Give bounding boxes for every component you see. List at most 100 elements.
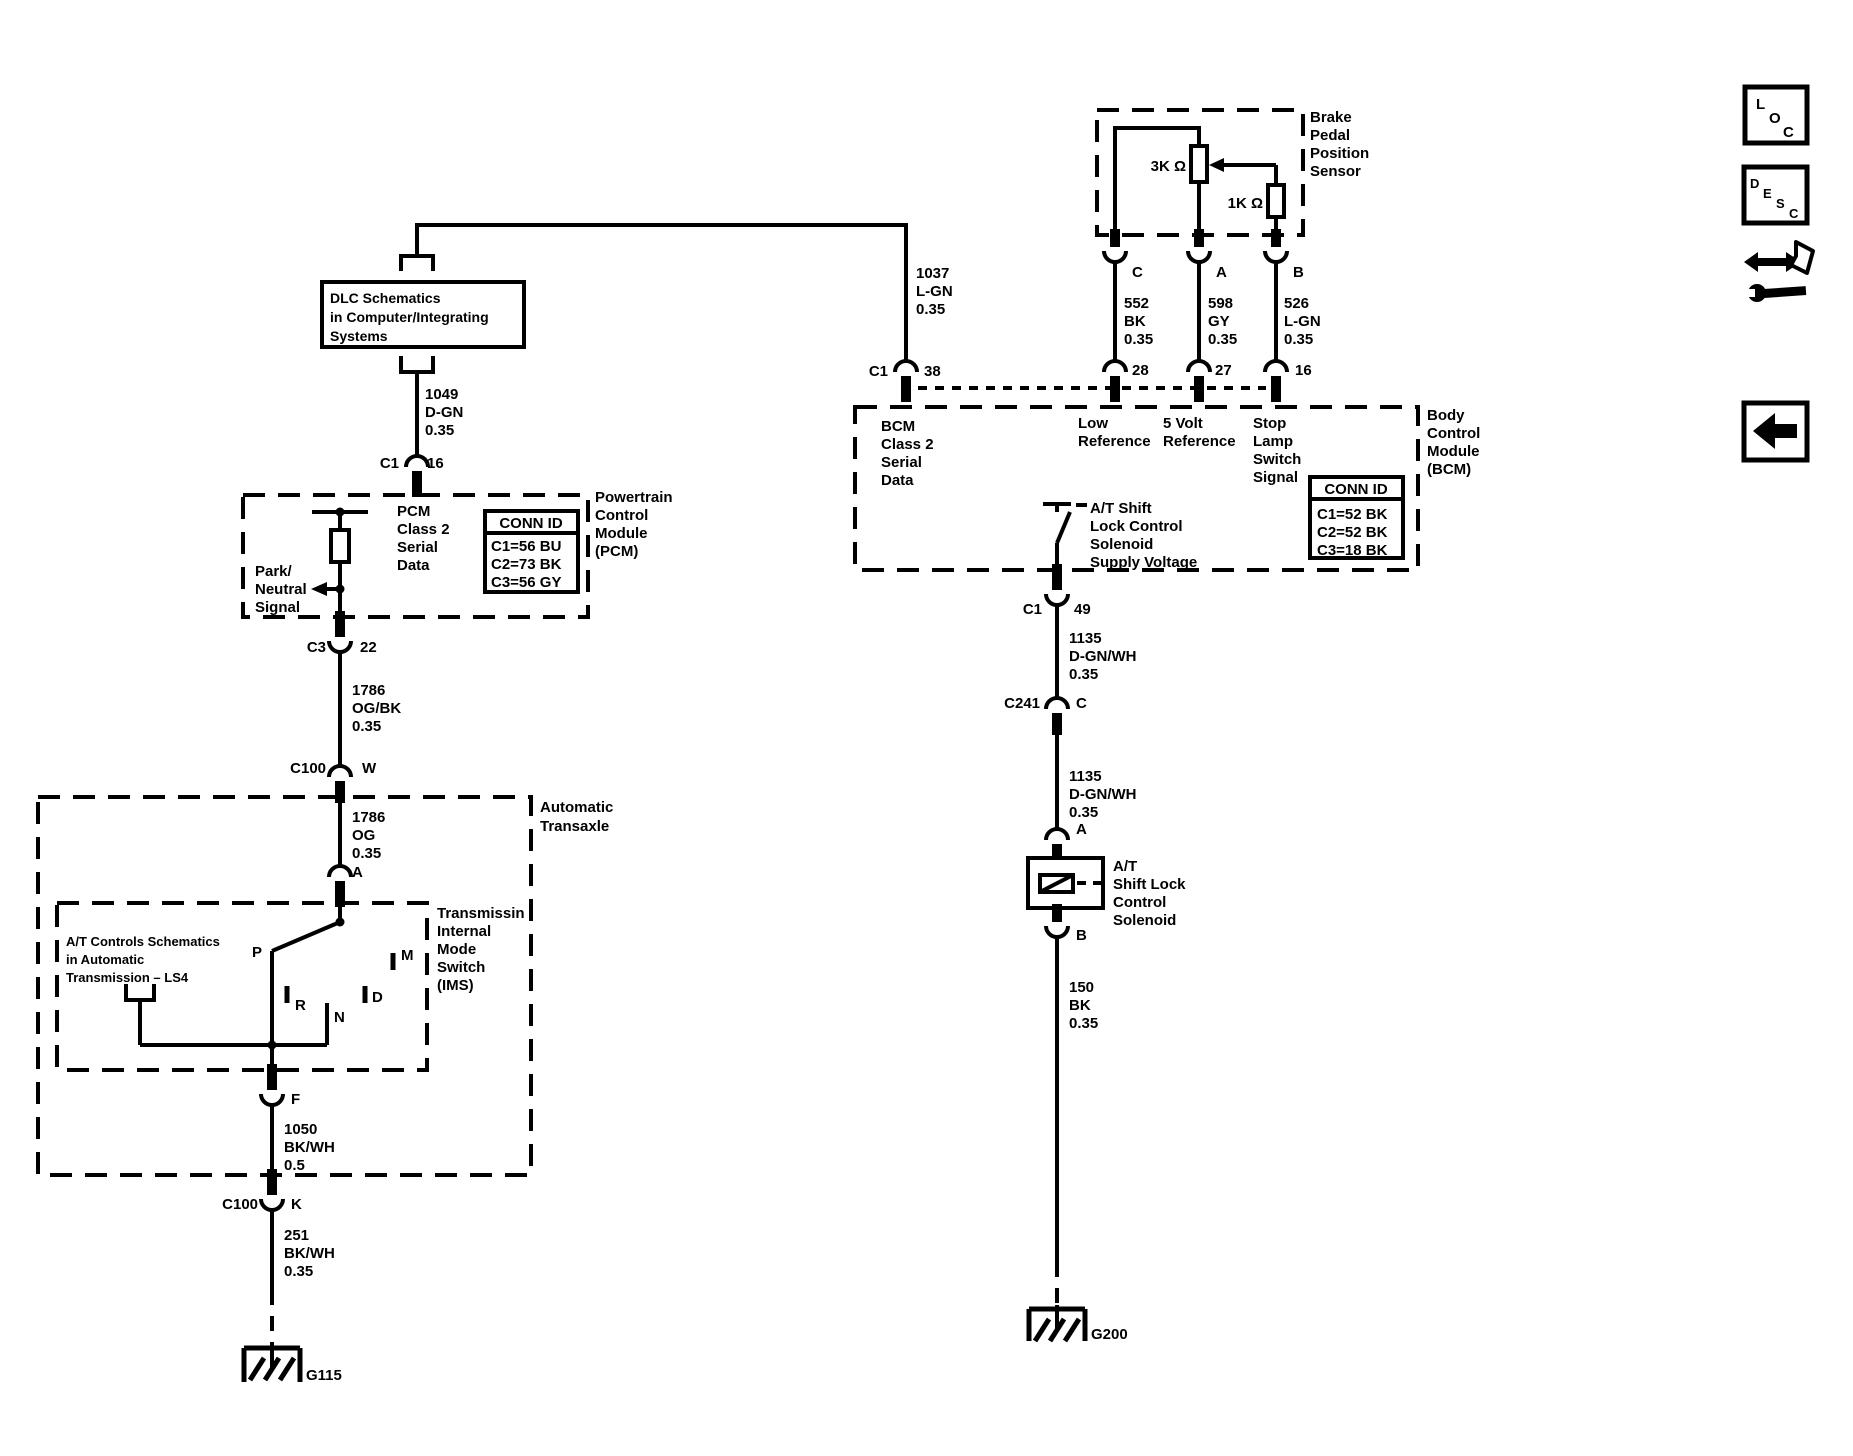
connector-c1-49-arc (1044, 593, 1070, 607)
top-bus-wire (415, 223, 908, 361)
back-button[interactable] (1741, 400, 1810, 463)
loc-button[interactable]: L O C (1742, 84, 1810, 146)
bcm-conn-id-table (1308, 475, 1405, 560)
pin-28-label: 28 (1132, 362, 1149, 379)
offpage-bracket-bottom (399, 356, 435, 374)
toolbar: L O C D E S C (1741, 84, 1815, 463)
solenoid-conn-a-arc (1044, 827, 1070, 841)
pin-22-label: 22 (360, 639, 377, 656)
loc-letter-c: C (1783, 124, 1794, 141)
g115-hatch (262, 1356, 282, 1382)
pcm-box (241, 493, 590, 619)
connector-c1-38-pin (901, 376, 911, 402)
bpps-conn-b-arc (1263, 250, 1289, 264)
ims-switch-arm (271, 920, 341, 953)
loc-button-frame[interactable] (1742, 84, 1810, 146)
outline-arrow-icon (1789, 240, 1815, 275)
desc-button[interactable]: D E S C (1741, 164, 1810, 226)
connector-c1-16-arc (404, 454, 430, 468)
connector-c241-label: C241 (1004, 695, 1040, 712)
solenoid-conn-b-arc (1044, 925, 1070, 939)
ims-position-d-label: D (372, 989, 383, 1006)
pin-f-label: F (291, 1091, 300, 1108)
connector-c1-label: C1 (869, 363, 888, 380)
desc-letter-d: D (1750, 176, 1759, 191)
solenoid-conn-b-pin (1052, 904, 1062, 922)
bpps-pin-b (1271, 229, 1281, 247)
dlc-reference-box (320, 280, 526, 349)
wrench-icon (1746, 284, 1807, 302)
bpps-conn-c-arc (1102, 250, 1128, 264)
pin-27-label: 27 (1215, 362, 1232, 379)
pin-b-label: B (1076, 927, 1087, 944)
bpps-conn-a-arc (1186, 250, 1212, 264)
desc-button-frame[interactable] (1741, 164, 1810, 226)
connector-c3-22-arc (327, 640, 353, 654)
resistor-1k (1266, 183, 1286, 219)
connector-f-pin (267, 1064, 277, 1090)
bcm-box (853, 405, 1420, 572)
g200-hatch (1062, 1317, 1082, 1343)
connector-c241-arc (1044, 696, 1070, 710)
connector-c1-49-pin (1052, 564, 1062, 590)
back-arrow-icon (1753, 413, 1797, 449)
pin-c-label: C (1132, 264, 1143, 281)
bpps-internal-wire (1113, 126, 1201, 229)
pin-c-label: C (1076, 695, 1087, 712)
pin-16-label: 16 (427, 455, 444, 472)
ims-position-n-label: N (334, 1009, 345, 1026)
loc-letter-l: L (1756, 96, 1765, 113)
bcm-conn-id-title: CONN ID (1324, 481, 1388, 498)
pullup-resistor (329, 528, 351, 564)
double-arrow-icon (1744, 252, 1801, 272)
park-neutral-arrowhead (311, 582, 327, 596)
connector-27-arc (1186, 359, 1212, 373)
ims-position-p-label: P (252, 944, 262, 961)
ims-box (55, 901, 429, 1072)
pcm-conn-id-table (483, 509, 580, 594)
loc-letter-o: O (1769, 110, 1781, 127)
offpage-bracket-top (399, 254, 435, 271)
related-repair-button[interactable] (1744, 240, 1815, 302)
offpage-bracket-ims (124, 984, 156, 1002)
g200-hatch (1047, 1317, 1067, 1343)
connector-a-arc (327, 864, 353, 878)
connector-c100-k-pin (267, 1169, 277, 1195)
connector-c100-label: C100 (290, 760, 326, 777)
pin-b-label: B (1293, 264, 1304, 281)
pin-49-label: 49 (1074, 601, 1091, 618)
g200-hatch (1032, 1317, 1052, 1343)
connector-c100-w-pin (335, 781, 345, 803)
solenoid-conn-a-pin (1052, 844, 1062, 862)
connector-c100-label: C100 (222, 1196, 258, 1213)
connector-f-arc (259, 1093, 285, 1107)
ground-g200-label: G200 (1091, 1326, 1128, 1343)
bpps-pin-a (1194, 229, 1204, 247)
pin-16-label: 16 (1295, 362, 1312, 379)
pin-38-label: 38 (924, 363, 941, 380)
